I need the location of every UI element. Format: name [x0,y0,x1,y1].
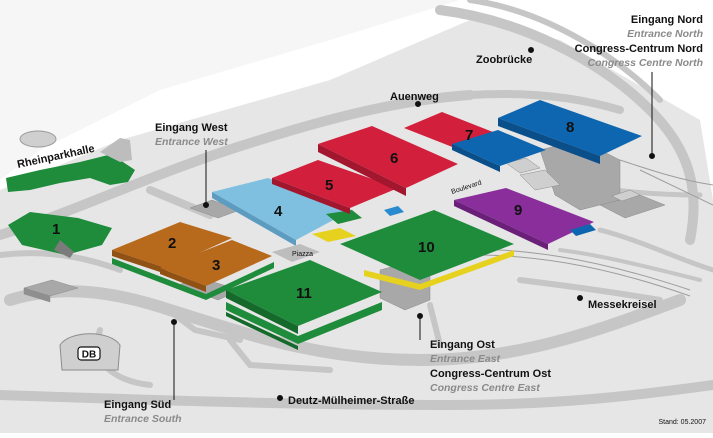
hall-10[interactable] [340,210,514,290]
hall-1-shape [8,212,112,255]
hall-5-number: 5 [325,177,333,194]
hall-3-number: 3 [212,257,220,274]
hall-8-shape [498,100,642,156]
eingang-ost-label: Eingang Ost [430,339,495,351]
rheinpark-dome [19,130,57,148]
db-station[interactable]: DB [59,333,121,371]
hall-5[interactable] [272,160,398,214]
zoobruecke-label: Zoobrücke [476,54,532,66]
hall-8[interactable] [498,100,642,164]
river-area [0,0,460,180]
hall-9[interactable] [454,188,596,250]
hall-11[interactable] [226,260,382,350]
hall-7[interactable] [404,112,546,172]
entrance-north-label: Entrance North [627,28,703,40]
hall-2-number: 2 [168,235,176,252]
hall-9-number: 9 [514,202,522,219]
eingang-sued-label: Eingang Süd [104,399,171,411]
hall-10-number: 10 [418,239,435,256]
cc-east-label: Congress Centre East [430,382,540,394]
db-icon [77,346,101,361]
hall-1-entry [54,240,74,258]
db-label: DB [82,350,96,361]
hall-3-shape [160,240,272,286]
hall-10-shape [340,210,514,280]
hall-4-shape [212,178,352,240]
hall-6-shape [318,126,458,188]
hall-8-number: 8 [566,119,574,136]
hall-11-number: 11 [296,285,312,302]
road-network [0,0,713,411]
hall-4[interactable] [212,178,362,246]
blue-accent [384,206,404,216]
cc-north-label: Congress Centre North [587,57,703,69]
yellow-accent [312,228,356,242]
hall-6[interactable] [318,126,458,196]
stand-label: Stand: 05.2007 [659,419,707,426]
entrance-south-label: Entrance South [104,413,182,425]
hall-5-shape [272,160,398,208]
hall-6-number: 6 [390,150,398,167]
rheinparkhalle[interactable] [6,130,135,192]
rheinparkhalle-building [6,155,135,192]
entrance-west-label: Entrance West [155,136,228,148]
hall-3[interactable] [112,240,274,300]
auenweg-label: Auenweg [390,91,439,103]
cc-ost-label: Congress-Centrum Ost [430,368,551,380]
eingang-west-label: Eingang West [155,122,228,134]
hall-2-shape [112,222,232,268]
entrance-east-label: Entrance East [430,353,501,365]
hall-9-shape [454,188,594,244]
piazza-area [272,244,320,262]
hall-4-number: 4 [274,203,283,220]
location-markers [171,47,655,401]
messekreisel-label: Messekreisel [588,299,657,311]
hall-2[interactable] [112,222,232,274]
hall-1[interactable] [8,212,112,258]
hall-1-number: 1 [52,221,60,238]
deutz-label: Deutz-Mülheimer-Straße [288,395,415,407]
cc-nord-label: Congress-Centrum Nord [575,43,703,55]
rheinparkhalle-annex [100,138,132,162]
hall-7-number: 7 [465,127,473,144]
eingang-nord-label: Eingang Nord [631,14,703,26]
piazza-label: Piazza [292,251,313,258]
